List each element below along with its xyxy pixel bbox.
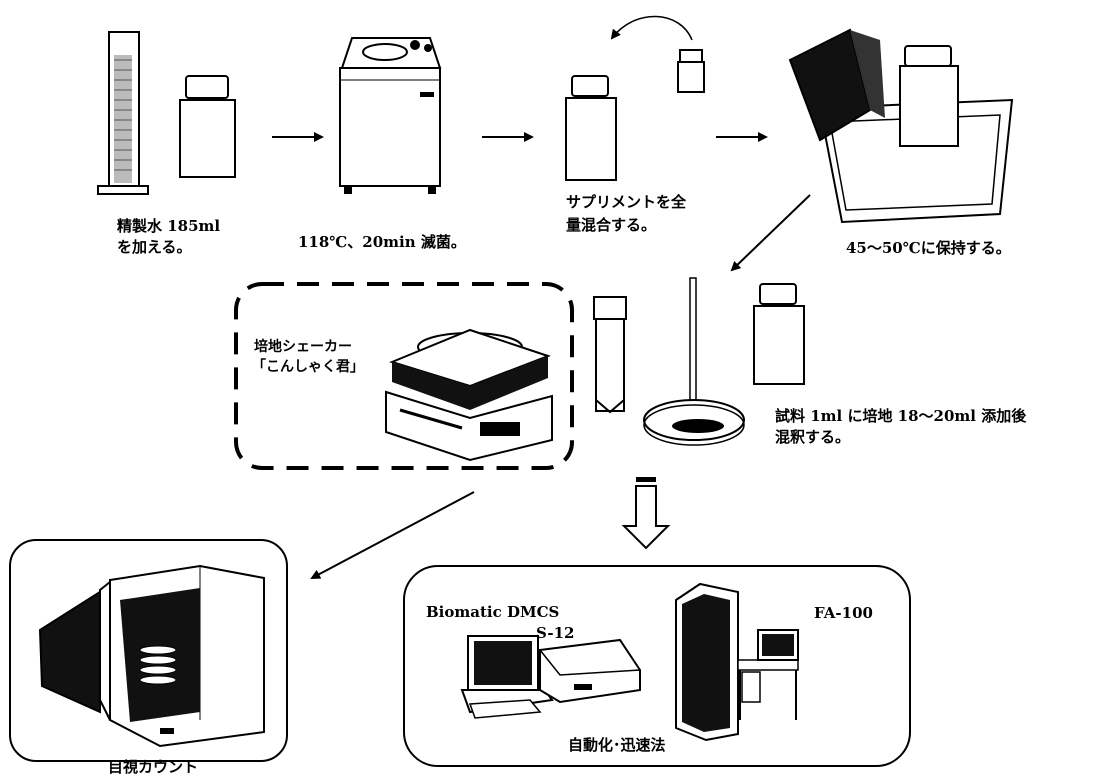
step-sterilize-label: 118℃、20min 滅菌。	[298, 233, 466, 251]
autoclave-icon	[339, 37, 442, 194]
fa-100-label: FA-100	[814, 604, 873, 622]
manual-count-label: 目視カウント	[108, 758, 199, 776]
shaker-icon	[385, 328, 553, 462]
shaker-frame	[234, 282, 574, 470]
flow-arrow	[730, 194, 811, 272]
flow-arrow	[310, 491, 475, 579]
step-mix-label: 試料 1ml に培地 18～20ml 添加後	[775, 407, 1027, 425]
automated-method-label: 自動化･迅速法	[568, 736, 666, 754]
step-supplement-label-line2: 量混合する。	[566, 216, 657, 234]
step-supplement-label: サプリメントを全	[566, 193, 687, 211]
supplement-vial-icon	[677, 49, 705, 93]
pipette-and-petri-dish-icon	[643, 277, 745, 446]
graduated-cylinder-icon	[97, 31, 149, 195]
step-mix-label-line2: 混釈する。	[775, 428, 851, 446]
biomatic-label: Biomatic DMCS	[426, 603, 560, 621]
medium-bottle-icon	[565, 75, 617, 181]
step-water-label-line2: を加える。	[117, 238, 192, 256]
biomatic-model-label: S-12	[536, 624, 575, 642]
shaker-name-label: 培地シェーカー	[254, 339, 352, 355]
biomatic-analyzer-icon	[460, 635, 641, 719]
pour-arrow	[610, 15, 693, 41]
incubator-icon	[38, 564, 265, 748]
automated-frame	[403, 565, 911, 767]
step-hold-label: 45～50℃に保持する。	[846, 239, 1011, 257]
medium-bottle-icon	[753, 283, 805, 385]
water-bath-icon	[788, 28, 1014, 224]
step-water-label: 精製水 185ml	[117, 217, 221, 235]
medium-bottle-icon	[179, 75, 236, 178]
shaker-name-label-line2: 「こんしゃく君」	[252, 359, 364, 375]
hollow-down-arrow	[621, 477, 671, 550]
fa-100-instrument-icon	[675, 582, 799, 742]
test-tube-icon	[593, 296, 627, 414]
